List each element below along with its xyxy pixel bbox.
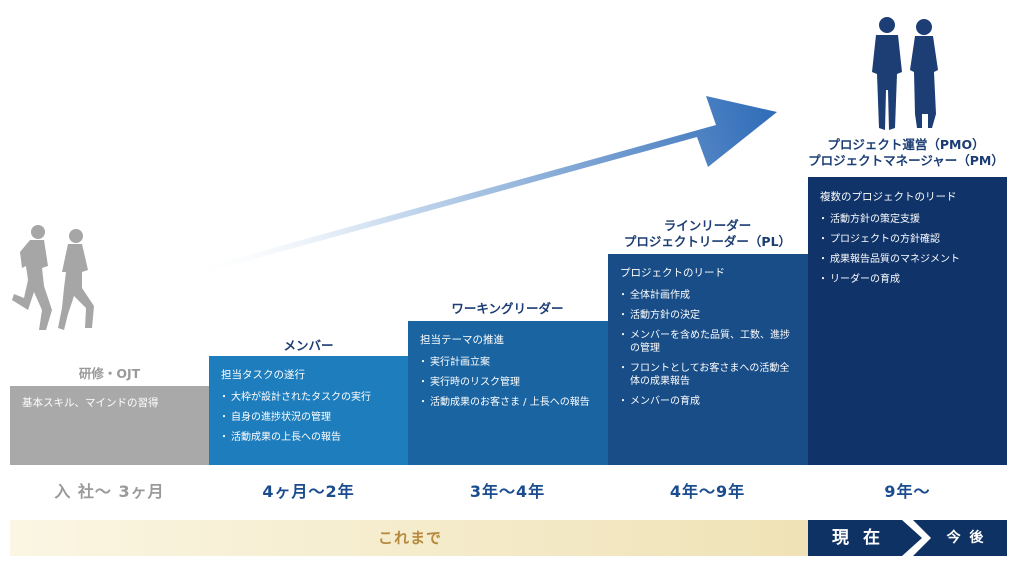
stage-title-member: メンバー bbox=[283, 338, 334, 353]
list-item: 自身の進捗状況の管理 bbox=[219, 411, 396, 424]
stage-block-pm: 複数のプロジェクトのリード 活動方針の策定支援 プロジェクトの方針確認 成果報告… bbox=[808, 177, 1007, 465]
period-label-9y-plus: 9年〜 bbox=[884, 482, 931, 501]
list-item: 実行時のリスク管理 bbox=[418, 376, 596, 389]
stage-title-pm: プロジェクト運営（PMO） プロジェクトマネージャー（PM） bbox=[795, 137, 1012, 169]
period-label-9y: 4年〜9年 bbox=[669, 482, 746, 501]
stage-lead: プロジェクトのリード bbox=[620, 267, 725, 279]
stage-lead: 複数のプロジェクトのリード bbox=[820, 191, 957, 203]
list-item: プロジェクトの方針確認 bbox=[818, 233, 995, 246]
list-item: メンバーを含めた品質、工数、進捗の管理 bbox=[618, 329, 796, 355]
list-item: メンバーの育成 bbox=[618, 395, 796, 408]
stage-lead: 担当タスクの遂行 bbox=[221, 369, 305, 381]
stage-block-training: 基本スキル、マインドの習得 bbox=[10, 386, 209, 465]
stage-title-pm-line1: プロジェクト運営（PMO） bbox=[827, 137, 985, 152]
list-item: 全体計画作成 bbox=[618, 289, 796, 302]
stage-title-line-leader: ラインリーダー プロジェクトリーダー（PL） bbox=[605, 218, 810, 250]
list-item: 活動方針の決定 bbox=[618, 309, 796, 322]
stage-title-pm-line2: プロジェクトマネージャー（PM） bbox=[808, 153, 1004, 168]
timeline-present-label: 現 在 bbox=[832, 528, 884, 548]
list-item: 活動成果の上長への報告 bbox=[219, 431, 396, 444]
stage-title-training: 研修・OJT bbox=[78, 366, 141, 381]
stage-title-line-leader-line1: ラインリーダー bbox=[663, 218, 752, 233]
list-item: フロントとしてお客さまへの活動全体の成果報告 bbox=[618, 362, 796, 388]
stage-lead: 基本スキル、マインドの習得 bbox=[22, 397, 159, 409]
period-label-entry: 入 社〜 3ヶ月 bbox=[54, 482, 165, 501]
list-item: 大枠が設計されたタスクの実行 bbox=[219, 391, 396, 404]
stage-lead: 担当テーマの推進 bbox=[420, 334, 504, 346]
stage-title-working-leader: ワーキングリーダー bbox=[451, 301, 564, 316]
period-label-2y: 4ヶ月〜2年 bbox=[262, 482, 355, 501]
timeline-past-band bbox=[10, 520, 810, 556]
timeline-present-band bbox=[808, 520, 922, 556]
list-item: 活動方針の策定支援 bbox=[818, 213, 995, 226]
running-people-icon bbox=[12, 225, 94, 330]
period-label-4y: 3年〜4年 bbox=[469, 482, 546, 501]
timeline-past-label: これまで bbox=[377, 529, 442, 547]
timeline-future-label: 今 後 bbox=[946, 530, 986, 546]
stage-block-member: 担当タスクの遂行 大枠が設計されたタスクの実行 自身の進捗状況の管理 活動成果の… bbox=[209, 356, 408, 465]
list-item: 実行計画立案 bbox=[418, 356, 596, 369]
list-item: 成果報告品質のマネジメント bbox=[818, 253, 995, 266]
business-people-icon bbox=[872, 17, 938, 130]
stage-block-line-leader: プロジェクトのリード 全体計画作成 活動方針の決定 メンバーを含めた品質、工数、… bbox=[608, 254, 808, 465]
stage-block-working-leader: 担当テーマの推進 実行計画立案 実行時のリスク管理 活動成果のお客さま / 上長… bbox=[408, 321, 608, 465]
list-item: リーダーの育成 bbox=[818, 273, 995, 286]
list-item: 活動成果のお客さま / 上長への報告 bbox=[418, 396, 596, 409]
stage-title-line-leader-line2: プロジェクトリーダー（PL） bbox=[623, 234, 792, 249]
